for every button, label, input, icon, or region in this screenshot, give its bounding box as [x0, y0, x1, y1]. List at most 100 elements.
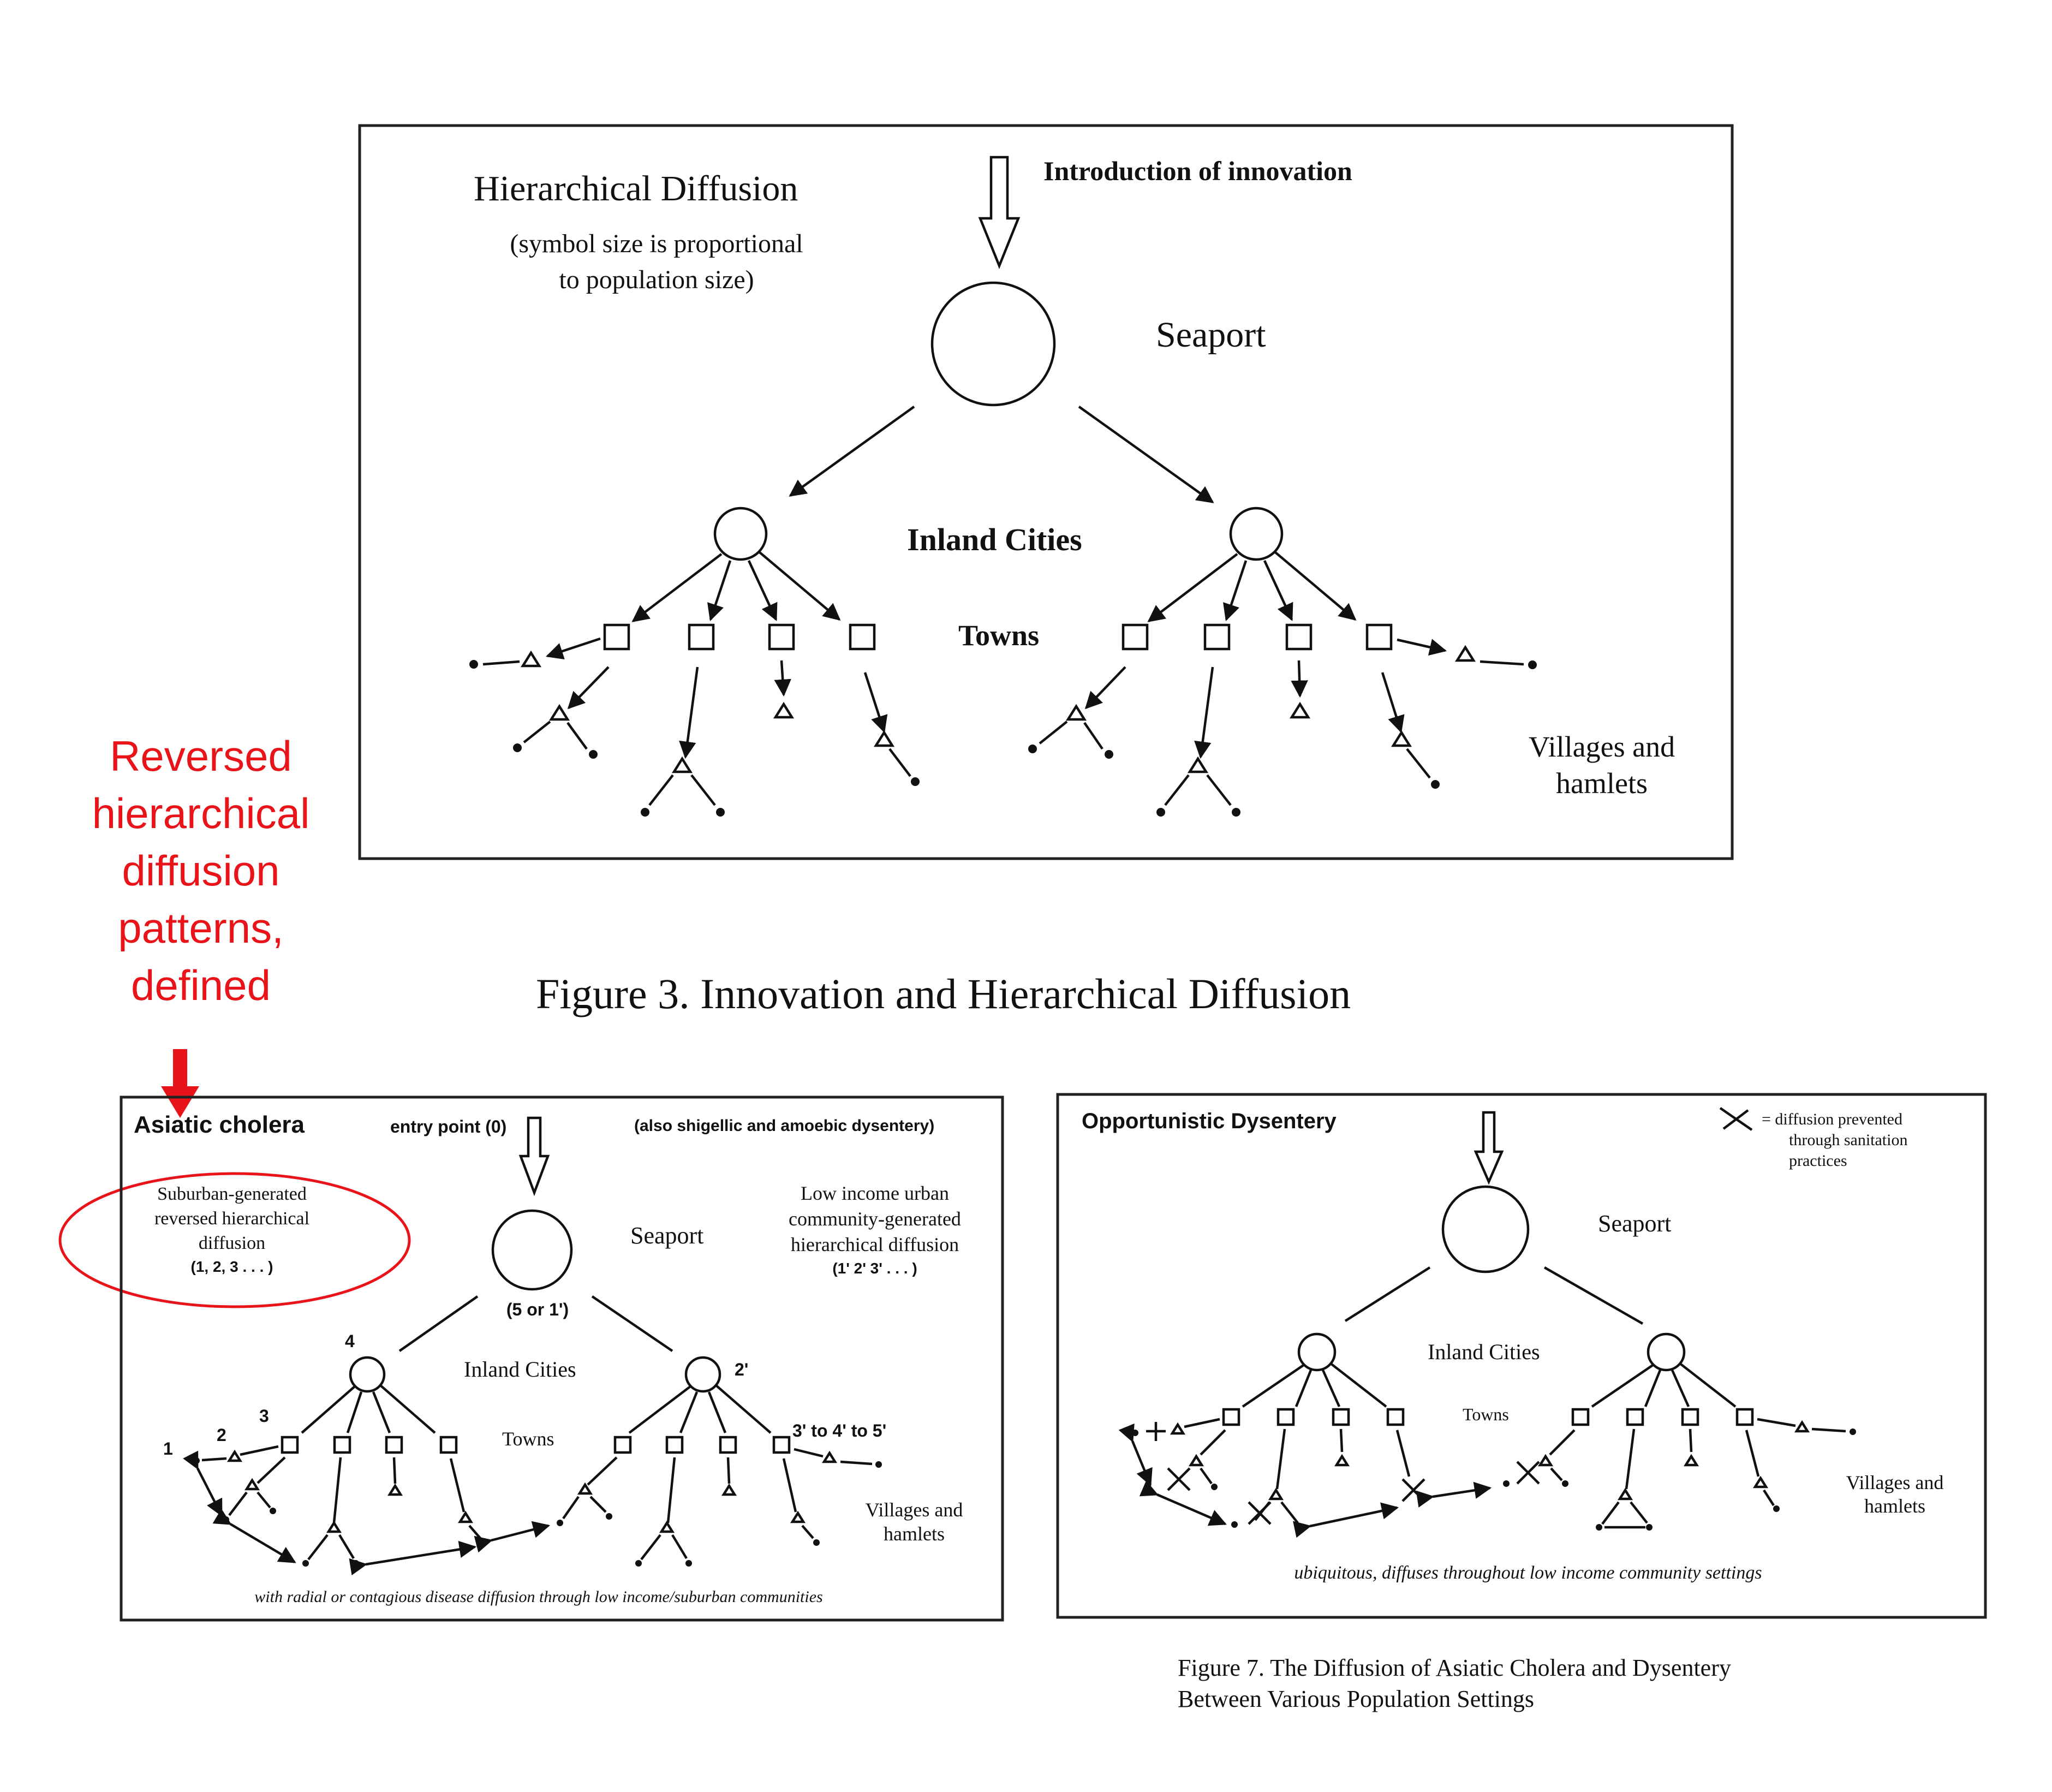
town — [768, 623, 795, 651]
legend-line-1: = diffusion prevented — [1762, 1110, 1902, 1128]
hamlet — [1297, 1523, 1304, 1530]
annotation-line-2: hierarchical — [92, 789, 310, 837]
village — [548, 704, 570, 721]
village — [873, 730, 895, 747]
village — [790, 1510, 806, 1523]
sequence-label: 3' to 4' to 5' — [792, 1421, 886, 1440]
hamlet — [911, 777, 920, 786]
cholera-villages-1: Villages and — [866, 1499, 963, 1521]
village — [577, 1482, 593, 1495]
edge — [468, 1525, 481, 1539]
edge-town-village — [863, 672, 888, 733]
village — [457, 1510, 474, 1523]
edge-city-town — [1263, 560, 1293, 621]
cholera-city-left — [349, 1356, 386, 1393]
edge — [1200, 1429, 1226, 1456]
cholera-inland-label: Inland Cities — [464, 1357, 576, 1382]
edge — [1811, 1427, 1846, 1433]
edge-village-hamlet — [482, 660, 520, 666]
edge-city-town — [1242, 1364, 1305, 1408]
figure-3-villages-2: hamlets — [1556, 767, 1648, 800]
hamlet — [716, 808, 725, 817]
figure-7-right: Opportunistic Dysentery = diffusion prev… — [1056, 1093, 1987, 1619]
x-barrier-icon — [1516, 1461, 1540, 1485]
edge-village-hamlet — [566, 722, 588, 750]
edge — [671, 1534, 688, 1559]
contagion-arrow — [1139, 1480, 1227, 1526]
edge — [801, 1525, 814, 1539]
village — [773, 701, 795, 719]
edge — [1625, 1428, 1636, 1490]
contagion-arrow — [183, 1450, 223, 1517]
inland-city-left — [713, 507, 768, 561]
contagion-arrow — [212, 1508, 296, 1563]
hamlet — [1231, 1521, 1238, 1528]
edge-city-town — [1591, 1364, 1655, 1408]
edge-city-town — [301, 1385, 356, 1434]
town — [1386, 1408, 1405, 1426]
figure-3-subtitle-1: (symbol size is proportional — [510, 229, 803, 258]
edge — [1275, 1428, 1286, 1490]
edge — [1549, 1429, 1576, 1456]
edge-village-hamlet — [888, 748, 911, 777]
village — [1065, 704, 1087, 721]
town — [603, 623, 630, 651]
edge — [1200, 1467, 1213, 1485]
village — [226, 1449, 243, 1462]
hamlet — [685, 1560, 692, 1567]
town — [281, 1436, 299, 1454]
edge — [1339, 1428, 1344, 1452]
edge-seaport-city — [1344, 1266, 1431, 1322]
village — [1188, 1454, 1204, 1467]
edge-city-town — [1147, 553, 1238, 622]
town — [1285, 623, 1313, 651]
edge — [392, 1457, 397, 1484]
edge — [1550, 1467, 1563, 1481]
edge — [1254, 1501, 1270, 1521]
edge-village-hamlet — [648, 774, 674, 806]
hamlet — [1028, 745, 1037, 753]
village — [1617, 1487, 1633, 1501]
hamlet — [875, 1461, 882, 1468]
town — [688, 623, 715, 651]
dysentery-seaport-node — [1441, 1185, 1530, 1273]
village — [671, 756, 693, 773]
edge-city-town — [1678, 1362, 1737, 1408]
edge-seaport-right — [1078, 406, 1214, 503]
village — [387, 1483, 403, 1496]
hamlet — [1105, 750, 1113, 759]
num-3: 3 — [259, 1406, 269, 1426]
village — [821, 1450, 838, 1463]
suburban-line-2: reversed hierarchical — [154, 1208, 309, 1229]
village — [1268, 1487, 1284, 1501]
dysentery-footer: ubiquitous, diffuses throughout low inco… — [1294, 1563, 1762, 1583]
town — [849, 623, 876, 651]
plus-barrier-icon — [1146, 1422, 1166, 1441]
legend-line-3: practices — [1789, 1152, 1847, 1170]
edge — [307, 1534, 329, 1561]
cholera-city-right — [684, 1356, 721, 1393]
figure-7-caption-1: Figure 7. The Diffusion of Asiatic Chole… — [1178, 1654, 1731, 1681]
edge — [562, 1496, 580, 1520]
contagion-arrow — [474, 1521, 551, 1553]
lowincome-line-3: hierarchical diffusion — [791, 1234, 959, 1255]
edge — [1757, 1418, 1796, 1427]
hamlet — [193, 1457, 200, 1464]
red-annotation: Reversed hierarchical diffusion patterns… — [58, 732, 411, 1308]
edge-city-town — [1671, 1370, 1690, 1407]
edge-seaport-city — [591, 1295, 673, 1352]
hamlet — [1562, 1480, 1568, 1487]
town — [1122, 623, 1149, 651]
edge-town-village — [774, 660, 791, 697]
edge-seaport-city — [398, 1295, 479, 1352]
edge-village-hamlet — [1083, 722, 1103, 750]
entry-point-label: entry point (0) — [390, 1117, 506, 1136]
edge-city-town — [715, 1384, 772, 1434]
cholera-footer: with radial or contagious disease diffus… — [254, 1588, 822, 1606]
hamlet — [1773, 1505, 1780, 1512]
edge-village-hamlet — [1039, 721, 1068, 745]
dysentery-city-right — [1647, 1332, 1686, 1372]
hamlet — [641, 808, 649, 817]
edge — [449, 1458, 466, 1513]
hamlet — [635, 1560, 642, 1567]
